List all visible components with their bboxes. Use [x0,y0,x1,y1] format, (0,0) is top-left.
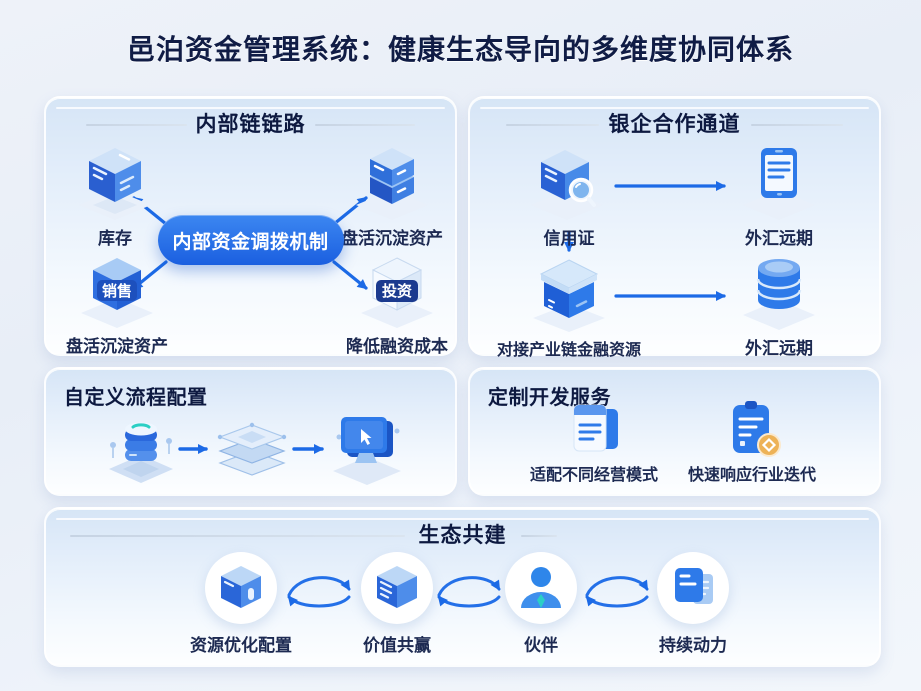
database-tower-icon [109,422,173,483]
database-icon [743,259,815,330]
node-label: 信用证 [543,229,595,248]
panel-internal-chain: 内部链链路 库存 盘活沉 [44,96,457,356]
node-label: 外汇远期 [745,229,813,248]
panel-custom-dev: 定制开发服务 适配不同经营模式 快速响应行业迭代 [468,367,881,496]
sales-cube-icon: 销售 [81,258,153,328]
node-industry-iteration: 快速响应行业迭代 [688,397,816,485]
header-divider [506,124,599,126]
header-divider [750,124,843,126]
credit-box-magnifier-icon [531,150,603,220]
node-label: 降低融资成本 [346,337,448,356]
panel-ecosystem: 生态共建 资源优化配置 价值共赢 [44,507,881,667]
cycle-arrows-icon [437,576,501,608]
node-business-modes: 适配不同经营模式 [530,399,658,485]
document-icon [573,404,618,452]
partner-person-icon [521,567,561,608]
header-divider [520,535,557,537]
node-label: 对接产业链金融资源 [496,342,642,359]
node-letter-of-credit: 信用证 [527,144,611,249]
node-lower-financing: 投资 降低融资成本 [346,250,448,357]
header-divider [314,124,415,126]
eco-circle [505,552,577,624]
eco-label: 价值共赢 [363,636,431,655]
panel-custom-title: 定制开发服务 [488,387,611,409]
node-label: 盘活沉淀资产 [341,229,443,248]
node-label: 快速响应行业迭代 [687,467,817,484]
tablet-icon [743,148,815,220]
inventory-cube-icon [79,148,151,220]
center-mechanism-box: 内部资金调拨机制 [157,215,344,265]
momentum-docs-icon [675,568,713,604]
node-label: 适配不同经营模式 [529,467,659,484]
eco-circle [205,552,277,624]
node-fx-forward-bottom: 外汇远期 [737,254,821,359]
cycle-arrows-icon [287,576,351,608]
panel-bank-title: 银企合作通道 [608,113,741,136]
panel-workflow-config: 自定义流程配置 [44,367,457,496]
node-label: 盘活沉淀资产 [66,337,168,356]
resource-cube-icon [221,566,261,608]
header-divider [86,124,187,126]
invest-cube-text: 投资 [382,282,412,300]
header-divider [70,535,405,537]
node-inventory: 库存 [73,142,157,249]
eco-circle [657,552,729,624]
node-industry-finance: 对接产业链金融资源 [497,254,641,360]
page-title: 邑泊资金管理系统：健康生态导向的多维度协同体系 [126,34,794,65]
invest-cube-icon: 投资 [361,257,433,328]
eco-item-momentum: 持续动力 [657,552,729,656]
eco-label: 持续动力 [659,636,727,655]
cycle-arrows-icon [585,576,649,608]
panel-eco-title: 生态共建 [418,524,507,547]
node-idle-assets-top: 盘活沉淀资产 [341,142,443,249]
panel-bank-channel: 银企合作通道 信用证 外汇远期 [468,96,881,359]
eco-label: 伙伴 [524,636,558,655]
node-label: 库存 [98,229,132,248]
panel-internal-title: 内部链链路 [195,113,306,136]
clipboard-badge-icon [732,401,781,457]
sales-cube-text: 销售 [102,282,132,300]
eco-item-resources: 资源优化配置 [190,552,292,656]
eco-item-partner: 伙伴 [505,552,577,656]
value-cube-icon [377,566,417,608]
eco-item-value: 价值共赢 [361,552,433,656]
eco-label: 资源优化配置 [190,636,292,655]
stacked-layers-icon [217,422,287,476]
eco-circle [361,552,433,624]
monitor-icon [333,417,401,485]
node-fx-forward-top: 外汇远期 [737,144,821,249]
panel-workflow-title: 自定义流程配置 [64,387,208,409]
node-idle-assets-bottom: 销售 盘活沉淀资产 [66,250,168,357]
node-label: 外汇远期 [745,339,813,358]
parcel-box-icon [532,259,605,332]
server-stack-icon [356,148,428,220]
